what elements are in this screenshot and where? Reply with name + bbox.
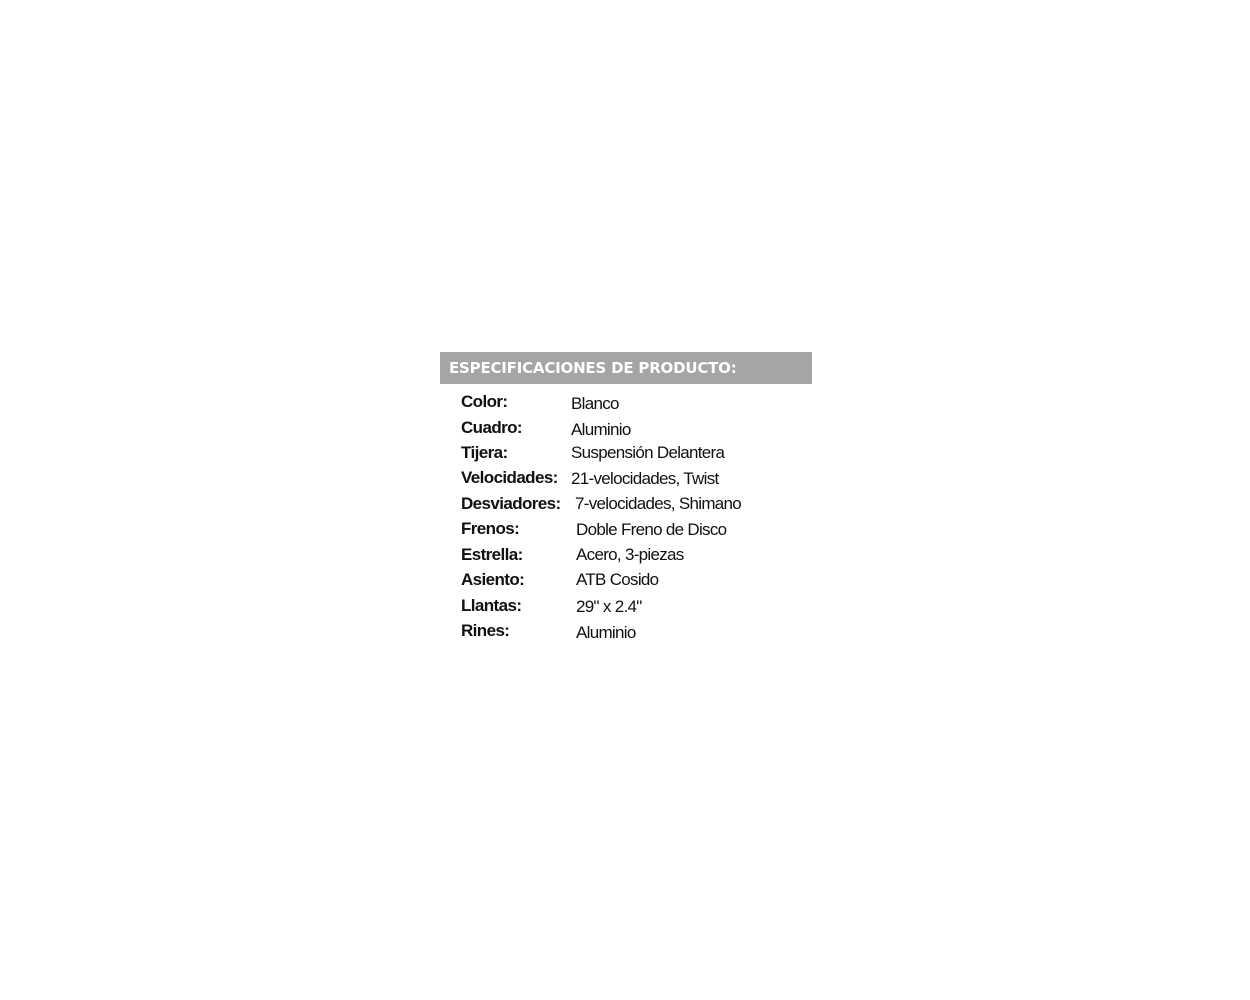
- spec-label: Frenos:: [461, 519, 520, 538]
- spec-label: Estrella:: [461, 545, 523, 564]
- spec-label: Asiento:: [461, 570, 525, 589]
- spec-label: Color:: [461, 392, 508, 411]
- spec-label: Velocidades:: [461, 468, 558, 487]
- spec-label: Rines:: [461, 621, 510, 640]
- spec-value: Aluminio: [576, 623, 636, 642]
- spec-value: 7-velocidades, Shimano: [575, 494, 742, 513]
- spec-row-crankset: Estrella: Acero, 3-piezas: [440, 545, 812, 570]
- spec-value: ATB Cosido: [576, 570, 659, 589]
- spec-row-rims: Rines: Aluminio: [440, 621, 812, 646]
- spec-row-tires: Llantas: 29" x 2.4": [440, 596, 812, 621]
- spec-value: 21-velocidades, Twist: [571, 469, 719, 488]
- spec-value: 29" x 2.4": [576, 597, 642, 616]
- spec-row-derailleurs: Desviadores: 7-velocidades, Shimano: [440, 494, 812, 519]
- spec-row-brakes: Frenos: Doble Freno de Disco: [440, 519, 812, 544]
- spec-value: Blanco: [571, 394, 619, 413]
- spec-label: Desviadores:: [461, 494, 561, 513]
- spec-value: Acero, 3-piezas: [576, 545, 684, 564]
- spec-row-speeds: Velocidades: 21-velocidades, Twist: [440, 468, 812, 493]
- spec-value: Suspensión Delantera: [571, 443, 725, 462]
- spec-label: Llantas:: [461, 596, 522, 615]
- spec-value: Aluminio: [571, 420, 631, 439]
- spec-row-fork: Tijera: Suspensión Delantera: [440, 443, 812, 468]
- spec-row-seat: Asiento: ATB Cosido: [440, 570, 812, 595]
- spec-row-frame: Cuadro: Aluminio: [440, 418, 812, 443]
- spec-row-color: Color: Blanco: [440, 392, 812, 417]
- spec-value: Doble Freno de Disco: [576, 520, 727, 539]
- spec-list: Color: Blanco Cuadro: Aluminio Tijera: S…: [440, 384, 812, 654]
- spec-label: Tijera:: [461, 443, 508, 462]
- spec-label: Cuadro:: [461, 418, 523, 437]
- spec-header: ESPECIFICACIONES DE PRODUCTO:: [440, 352, 812, 384]
- product-spec-card: ESPECIFICACIONES DE PRODUCTO: Color: Bla…: [440, 352, 812, 654]
